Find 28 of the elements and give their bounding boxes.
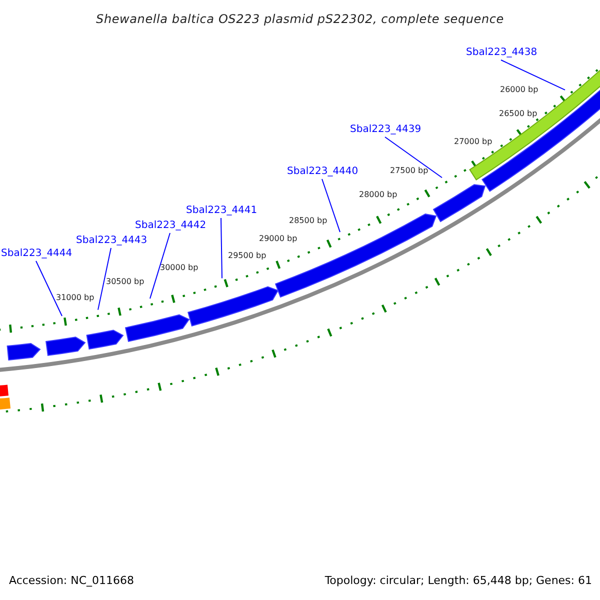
title: Shewanella baltica OS223 plasmid pS22302, complete sequence — [95, 11, 505, 28]
position-label: 27500 bp — [390, 165, 428, 177]
leader-line — [150, 232, 170, 300]
accession-text: Accession: NC_011668 — [9, 573, 134, 588]
gene-label: Sbal223_4438 — [466, 45, 536, 60]
leader-line — [220, 218, 222, 279]
position-label: 29500 bp — [228, 250, 266, 262]
gene-label: Sbal223_4439 — [350, 122, 420, 137]
gene-label: Sbal223_4441 — [186, 203, 256, 218]
leader-line — [98, 248, 112, 310]
leader-line — [500, 60, 566, 90]
position-label: 27000 bp — [454, 136, 492, 148]
gene-label: Sbal223_4440 — [287, 164, 357, 179]
leader-line — [384, 136, 442, 178]
gene-label: Sbal223_4442 — [135, 218, 205, 233]
position-label: 26500 bp — [499, 108, 538, 120]
gene-label: Sbal223_4443 — [76, 233, 146, 248]
position-label: 26000 bp — [500, 84, 538, 96]
summary-text: Topology: circular; Length: 65,448 bp; Genes: 61 — [324, 573, 592, 588]
position-label: 30000 bp — [160, 262, 198, 274]
position-label: 29000 bp — [259, 233, 298, 245]
leader-line — [36, 260, 62, 316]
position-label: 28000 bp — [359, 189, 398, 201]
leader-line — [322, 178, 340, 233]
gene-label: Sbal223_4444 — [1, 246, 71, 261]
position-label: 31000 bp — [56, 292, 94, 304]
position-label: 28500 bp — [289, 215, 328, 227]
position-label: 30500 bp — [106, 276, 144, 288]
